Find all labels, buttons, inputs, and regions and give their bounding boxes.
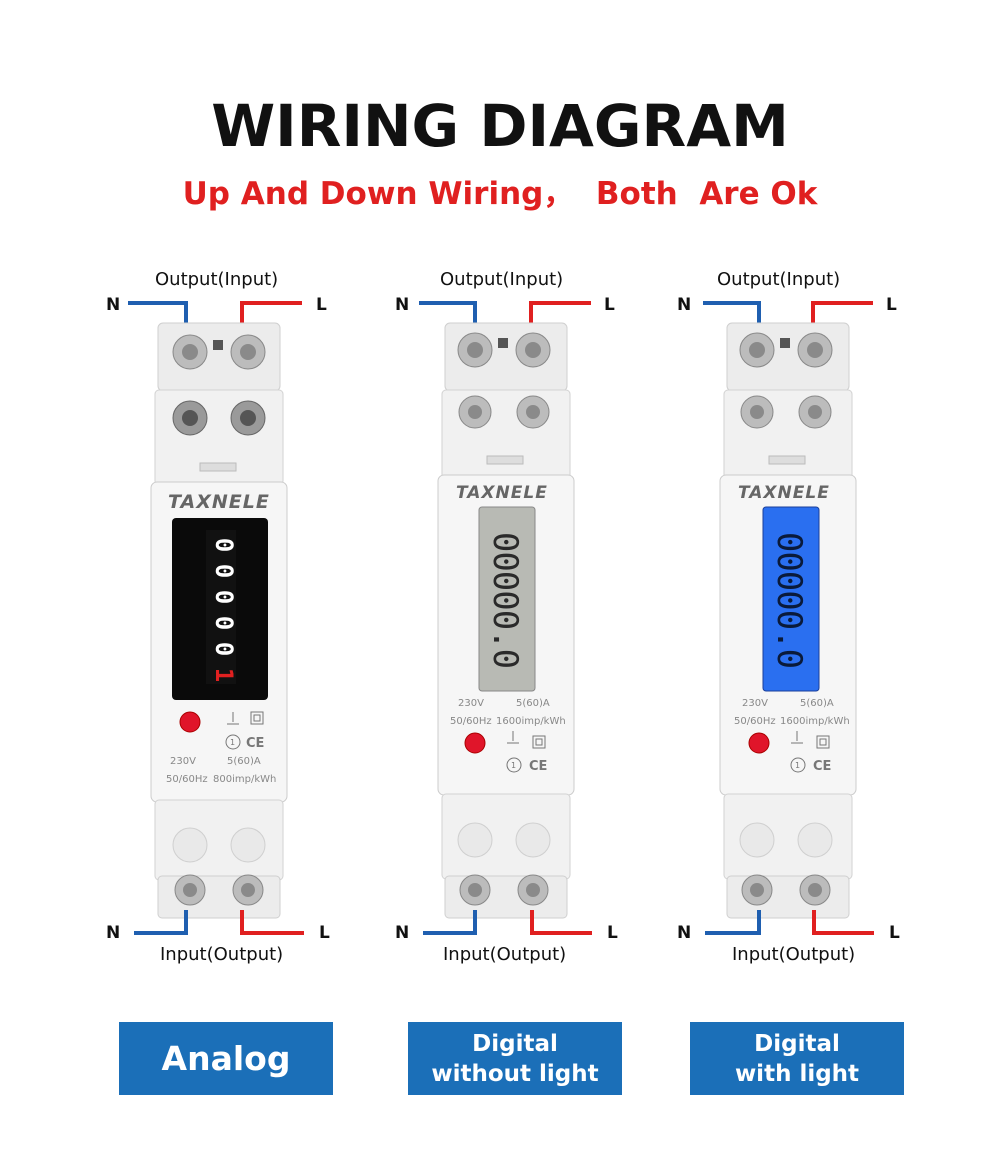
neutral-wire-top-drop xyxy=(184,301,188,325)
live-wire-bottom xyxy=(812,931,874,935)
spec-freq: 50/60Hz xyxy=(734,716,776,727)
digital-without-light-label-box: Digital without light xyxy=(408,1022,622,1095)
n-label-top: N xyxy=(677,295,692,315)
lcd-reading: 00000.0 xyxy=(485,531,525,669)
bottom-label: Input(Output) xyxy=(160,944,284,965)
svg-text:1: 1 xyxy=(795,761,800,770)
brand-label: TAXNELE xyxy=(168,491,270,513)
live-wire-top-drop xyxy=(811,301,815,325)
spec-voltage: 230V xyxy=(458,698,484,709)
n-label-bottom: N xyxy=(106,923,121,943)
l-label-bottom: L xyxy=(889,923,900,943)
neutral-wire-bottom-drop xyxy=(184,910,188,935)
top-label: Output(Input) xyxy=(717,269,841,290)
live-wire-bottom xyxy=(240,931,304,935)
digital-with-light-label-box: Digital with light xyxy=(690,1022,904,1095)
spec-freq: 50/60Hz xyxy=(166,774,208,785)
l-label-top: L xyxy=(316,295,327,315)
live-wire-top xyxy=(240,301,302,305)
analog-label-box: Analog xyxy=(119,1022,333,1095)
terminal-screw-icon xyxy=(739,332,833,906)
svg-text:CE: CE xyxy=(529,759,547,774)
top-label: Output(Input) xyxy=(440,269,564,290)
l-label-top: L xyxy=(604,295,615,315)
live-wire-top xyxy=(811,301,873,305)
terminal-screw-icon xyxy=(457,332,551,906)
title: WIRING DIAGRAM xyxy=(211,92,789,160)
brand-label: TAXNELE xyxy=(456,483,548,503)
spec-imp: 800imp/kWh xyxy=(213,774,277,785)
spec-imp: 1600imp/kWh xyxy=(496,716,566,727)
analog-meter-body: 1 CE xyxy=(150,322,288,919)
svg-text:CE: CE xyxy=(246,736,264,751)
spec-voltage: 230V xyxy=(742,698,768,709)
neutral-wire-bottom xyxy=(134,931,188,935)
digital-meter-body: 1 CE xyxy=(437,322,575,919)
n-label-bottom: N xyxy=(395,923,410,943)
bottom-label: Input(Output) xyxy=(732,944,856,965)
live-wire-bottom-drop xyxy=(240,910,244,935)
spec-freq: 50/60Hz xyxy=(450,716,492,727)
pulse-led-icon xyxy=(179,711,201,733)
live-wire-bottom xyxy=(530,931,592,935)
n-label-bottom: N xyxy=(677,923,692,943)
spec-voltage: 230V xyxy=(170,756,196,767)
neutral-wire-top-drop xyxy=(757,301,761,325)
brand-label: TAXNELE xyxy=(738,483,830,503)
neutral-wire-top xyxy=(703,301,761,305)
neutral-wire-top-drop xyxy=(473,301,477,325)
backlit-meter-body: 1 CE xyxy=(719,322,857,919)
n-label-top: N xyxy=(106,295,121,315)
live-wire-bottom-drop xyxy=(530,910,534,935)
subtitle: Up And Down Wiring， Both Are Ok xyxy=(182,176,818,212)
svg-text:CE: CE xyxy=(813,759,831,774)
live-wire-top xyxy=(529,301,591,305)
spec-current: 5(60)A xyxy=(227,756,261,767)
svg-text:1: 1 xyxy=(230,738,235,747)
spec-current: 5(60)A xyxy=(800,698,834,709)
live-wire-bottom-drop xyxy=(812,910,816,935)
n-label-top: N xyxy=(395,295,410,315)
neutral-wire-bottom-drop xyxy=(473,910,477,935)
l-label-bottom: L xyxy=(319,923,330,943)
spec-current: 5(60)A xyxy=(516,698,550,709)
spec-imp: 1600imp/kWh xyxy=(780,716,850,727)
svg-text:1: 1 xyxy=(511,761,516,770)
neutral-wire-bottom xyxy=(423,931,477,935)
top-label: Output(Input) xyxy=(155,269,279,290)
l-label-bottom: L xyxy=(607,923,618,943)
neutral-wire-top xyxy=(128,301,188,305)
pulse-led-icon xyxy=(748,732,770,754)
live-wire-top-drop xyxy=(240,301,244,325)
pulse-led-icon xyxy=(464,732,486,754)
neutral-wire-top xyxy=(419,301,477,305)
neutral-wire-bottom-drop xyxy=(757,910,761,935)
l-label-top: L xyxy=(886,295,897,315)
neutral-wire-bottom xyxy=(705,931,761,935)
bottom-label: Input(Output) xyxy=(443,944,567,965)
terminal-screw-icon xyxy=(172,334,266,906)
lcd-reading: 00000.0 xyxy=(769,531,809,669)
live-wire-top-drop xyxy=(529,301,533,325)
